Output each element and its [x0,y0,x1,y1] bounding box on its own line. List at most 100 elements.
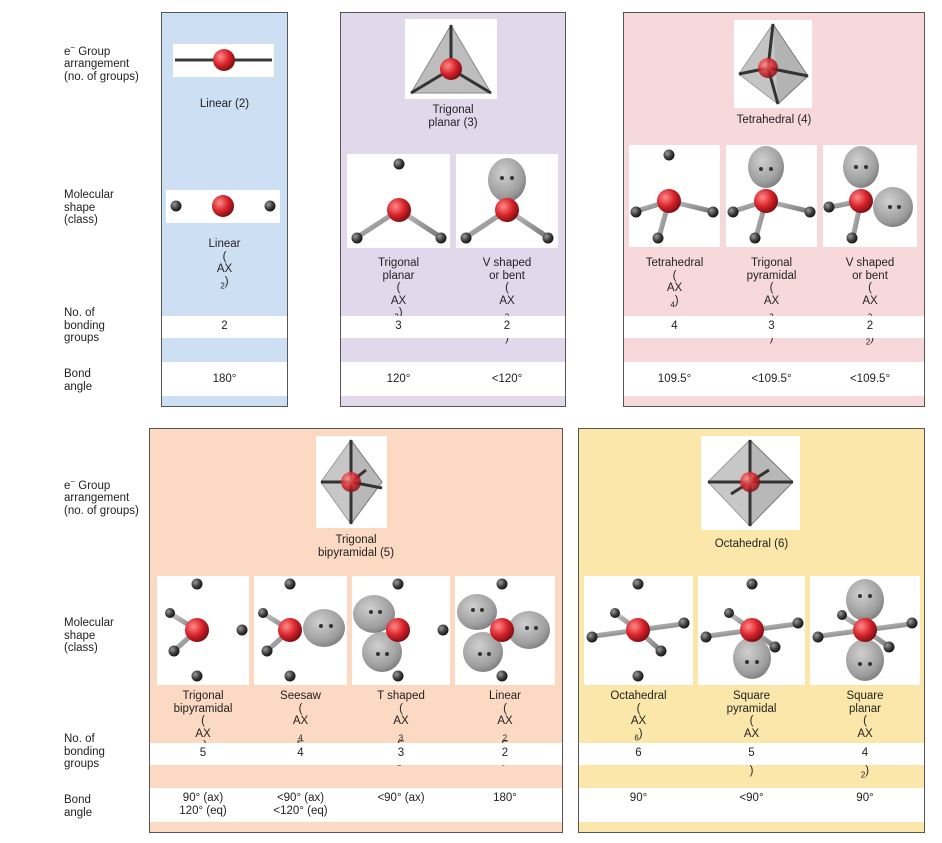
octahedral-molecule-model [586,578,690,682]
class-ax: AX [666,282,683,294]
class-sub: 4 [298,732,303,742]
shape-trigonal-planar-tile [347,154,450,248]
no-of-groups-word: (no. of groups) [64,70,139,83]
arrangement-tbp-l1: Trigonal [335,534,377,546]
electron-group-label-line1: e− Group [64,43,111,58]
bonding-t-shaped-text: 3 [397,747,405,759]
bonding-tbp-text: 5 [199,747,207,759]
tetrahedral-molecule-model [630,149,719,244]
bonding-word: bonding [64,319,105,332]
strip-linear-bonding [162,316,287,338]
arrangement-octahedral-label: Octahedral (6) [578,538,925,551]
bonding-seesaw-text: 4 [297,747,304,759]
shape-v-bent-1-l1: V shaped [482,257,532,269]
bonding-square-pyramidal-text: 5 [748,747,755,759]
strip-trigonal-bonding [341,316,565,338]
electron-symbol: e [64,45,71,58]
class-ax: AX [857,727,873,740]
square-pyramidal-model [700,578,804,679]
v-shaped-ax2e-model [460,158,554,244]
linear-arrangement-model [175,49,272,71]
class-ax: AX [390,294,407,307]
molecular-word: Molecular [64,189,114,201]
bonding-seesaw-value: 4 [254,747,347,760]
bonding-linear-text: 2 [221,320,228,332]
shape-trigonal-planar-class: (AX3) [347,282,450,321]
arrangement-word-2: arrangement [64,492,130,505]
arrangement-trigonal-l2: planar (3) [428,116,478,129]
strip-tetrahedral-angle [624,362,924,396]
shape-linear-name: Linear [208,238,241,250]
angle-word: angle [64,380,93,393]
shape-square-pyramidal-caption: Square pyramidal (AX5E) [698,690,805,778]
strip-tbp-angle [150,788,562,822]
electron-superscript-2: − [70,477,76,486]
trigonal-bipyramidal-molecule-model [165,578,248,682]
angle-seesaw-l2: <120° (eq) [273,804,328,817]
angle-trigonal-planar-value: 120° [347,373,450,386]
arrangement-tetrahedral-label: Tetrahedral (4) [623,114,925,127]
bonding-trigonal-pyramidal-text: 3 [768,320,775,332]
angle-linear-text: 180° [212,373,237,385]
class-sub-e: 2 [860,770,866,780]
no-of-word-2: No. of [64,733,95,745]
bonding-tbp-value: 5 [157,747,249,760]
class-ax: AX [763,294,780,307]
shape-tbp-l1: Trigonal [182,690,224,702]
electron-group-word: Group [78,45,111,58]
shape-trigonal-planar-l1: Trigonal [377,257,420,269]
class-ax: AX [862,294,878,307]
bonding-square-pyramidal-value: 5 [698,747,805,760]
angle-trigonal-pyramidal-text: <109.5° [751,373,792,385]
shape-v-bent-1-tile [456,154,558,248]
bonding-linear-ax2e3-value: 2 [455,747,555,760]
linear-ax2e3-model [457,578,550,682]
angle-t-shaped-text: <90° (ax) [377,792,425,804]
bonding-trigonal-planar-text: 3 [395,320,402,332]
groups-word-2: groups [64,758,100,770]
shape-square-planar-caption: Square planar (AX4E2) [810,690,920,780]
linear-molecule-model [170,195,276,217]
arrangement-octahedral-tile [701,436,800,530]
shape-trigonal-pyramidal-l2: pyramidal [746,269,797,282]
class-word: (class) [64,214,98,226]
shape-tbp-l2: bipyramidal [173,702,233,715]
angle-trigonal-pyramidal-value: <109.5° [726,373,817,386]
shape-v-bent-1-l2: or bent [489,269,525,282]
bonding-square-planar-text: 4 [861,747,869,759]
electron-superscript: − [70,43,76,52]
angle-word-2: angle [64,806,93,819]
bonding-tetrahedral-value: 4 [629,320,720,333]
angle-t-shaped-value: <90° (ax) [352,792,450,805]
strip-octahedral-angle [579,788,924,822]
bond-word: Bond [64,368,91,380]
arrangement-tbp-label: Trigonal bipyramidal (5) [149,534,563,559]
arrangement-tetrahedral-tile [734,20,812,108]
class-ax: AX [743,727,760,740]
no-of-groups-word-2: (no. of groups) [64,504,139,517]
shape-seesaw-tile [254,576,347,685]
class-ax: AX [292,715,309,727]
bonding-word-2: bonding [64,745,105,758]
arrangement-trigonal-label: Trigonal planar (3) [340,104,566,129]
shape-square-pyramidal-l1: Square [732,690,771,702]
shape-linear-ax2e3-l1: Linear [489,690,521,702]
bonding-square-planar-value: 4 [810,747,920,760]
shape-square-pyramidal-tile [698,576,805,685]
angle-octahedral-value: 90° [584,792,693,805]
angle-v-bent-2-value: <109.5° [823,373,917,386]
shape-t-shaped-l1: T shaped [377,690,425,702]
shape-square-planar-tile [810,576,920,685]
shape-t-shaped-tile [352,576,450,685]
bonding-tetrahedral-text: 4 [671,320,678,332]
shape-tetrahedral-l1: Tetrahedral [645,257,704,269]
angle-trigonal-planar-text: 120° [386,373,411,385]
class-ax: AX [216,263,233,275]
angle-tbp-l2: 120° (eq) [179,804,227,817]
angle-square-planar-value: 90° [810,792,920,805]
electron-symbol-2: e [64,479,71,492]
angle-linear-ax2e3-text: 180° [493,792,517,804]
v-shaped-ax2e2-model [823,146,913,244]
